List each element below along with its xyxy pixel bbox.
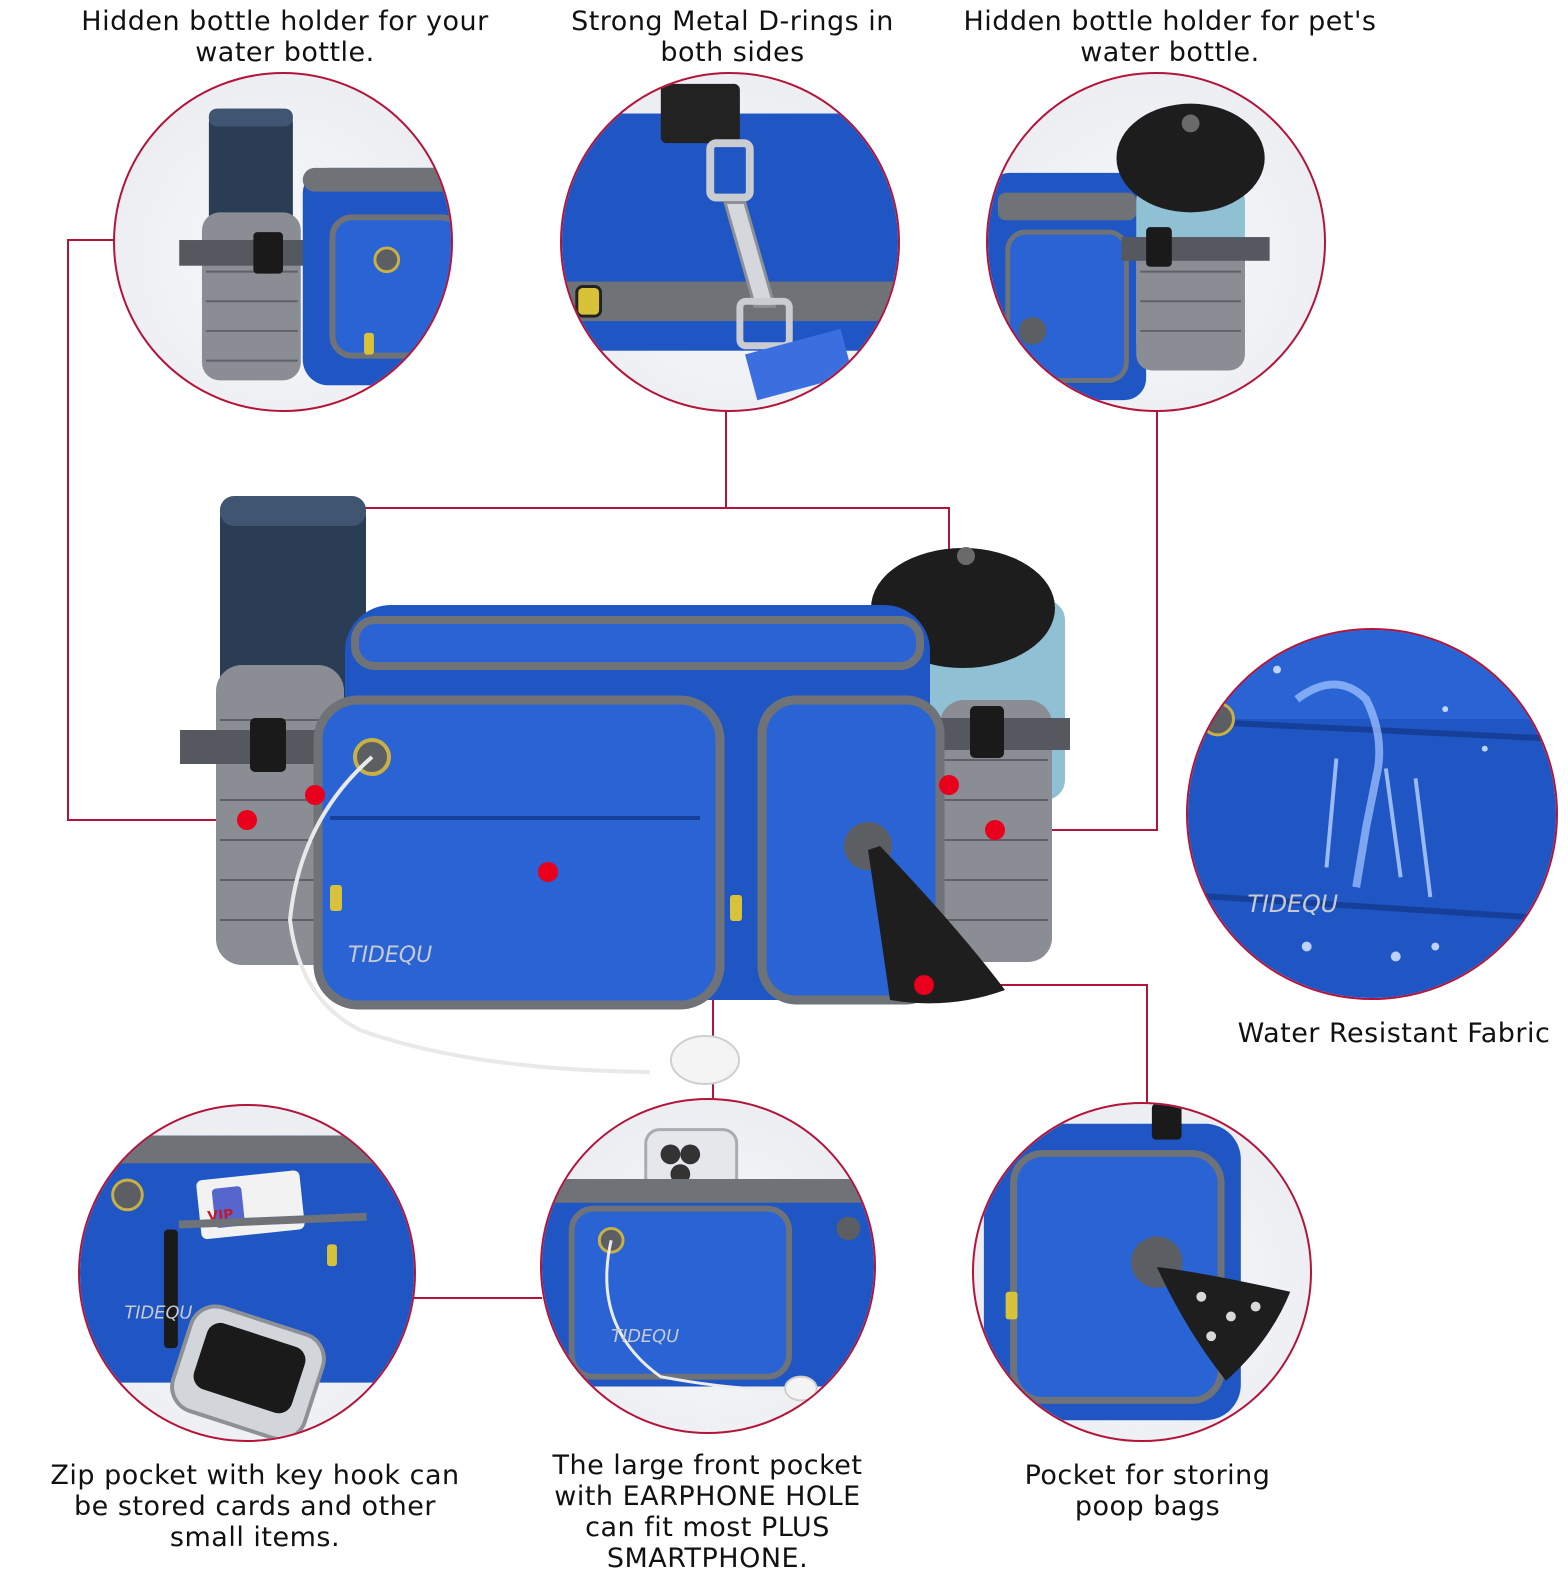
brand-logo-text: TIDEQU: [348, 943, 432, 968]
caption-bottle-user: Hidden bottle holder for your water bott…: [70, 6, 500, 68]
detail-circle-water-resistant: TIDEQU: [1186, 628, 1558, 1000]
caption-line: Water Resistant Fabric: [1237, 1018, 1551, 1049]
callout-dot: [237, 810, 257, 830]
detail-circle-bottle-pet: [986, 72, 1326, 412]
caption-line: Hidden bottle holder for your: [81, 6, 489, 37]
brand-logo-text: TIDEQU: [611, 1326, 679, 1347]
callout-dot: [538, 862, 558, 882]
zip-pocket-illustration: VIP TIDEQU: [80, 1135, 414, 1440]
bottle-holder-illustration: [179, 108, 451, 386]
detail-circle-zip-pocket: VIP TIDEQU: [78, 1104, 416, 1442]
caption-line: with EARPHONE HOLE: [554, 1481, 861, 1512]
caption-line: water bottle.: [1080, 37, 1260, 68]
d-ring-illustration: [562, 83, 898, 401]
caption-line: small items.: [169, 1522, 341, 1553]
water-fabric-illustration: TIDEQU: [1188, 630, 1556, 998]
detail-circle-poop-bags: [972, 1102, 1312, 1442]
detail-circle-front-pocket: TIDEQU: [540, 1098, 876, 1434]
left-water-bottle: [180, 496, 366, 965]
caption-line: Pocket for storing: [1024, 1460, 1271, 1491]
caption-water-resistant: Water Resistant Fabric: [1230, 1018, 1558, 1049]
caption-line: Strong Metal D-rings in: [571, 6, 894, 37]
waist-bag-body: TIDEQU: [313, 605, 945, 1010]
caption-line: Hidden bottle holder for pet's: [963, 6, 1377, 37]
callout-dot: [985, 820, 1005, 840]
caption-bottle-pet: Hidden bottle holder for pet's water bot…: [955, 6, 1385, 68]
callout-dot: [939, 775, 959, 795]
poop-bag-pocket-illustration: [983, 1104, 1291, 1421]
callout-dot: [305, 785, 325, 805]
caption-line: both sides: [660, 37, 805, 68]
brand-logo-text: TIDEQU: [124, 1302, 192, 1323]
poop-bag: [868, 846, 1005, 1004]
caption-line: The large front pocket: [552, 1450, 863, 1481]
caption-line: can fit most PLUS: [585, 1512, 830, 1543]
caption-zip-pocket: Zip pocket with key hook can be stored c…: [45, 1460, 465, 1553]
detail-circle-bottle-user: [113, 72, 453, 412]
callout-dot: [914, 975, 934, 995]
caption-line: Zip pocket with key hook can: [50, 1460, 460, 1491]
brand-logo-text: TIDEQU: [1247, 890, 1338, 918]
pet-bottle-illustration: [988, 103, 1270, 401]
caption-line: water bottle.: [195, 37, 375, 68]
caption-d-rings: Strong Metal D-rings in both sides: [555, 6, 910, 68]
detail-circle-d-rings: [560, 72, 900, 412]
caption-poop-bags: Pocket for storing poop bags: [1010, 1460, 1285, 1522]
caption-line: poop bags: [1074, 1491, 1221, 1522]
earphone-cable: [287, 755, 740, 1085]
front-pocket-illustration: TIDEQU: [542, 1128, 874, 1402]
caption-line: be stored cards and other: [74, 1491, 436, 1522]
